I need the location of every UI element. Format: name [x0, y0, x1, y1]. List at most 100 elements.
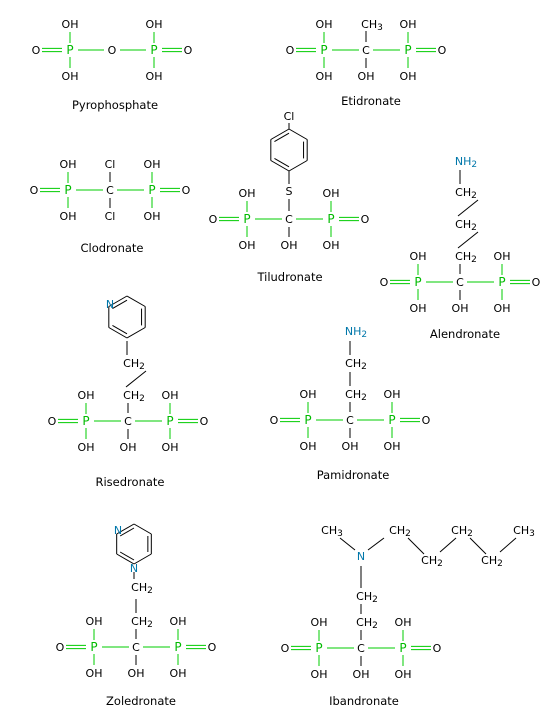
ring-double-bond — [112, 324, 128, 335]
ring-bond — [288, 160, 308, 172]
phosphorus-atom: P — [82, 414, 89, 428]
molecule-name: Clodronate — [81, 241, 144, 255]
methylene-label: CH2 — [123, 389, 145, 405]
hydroxyl-label: OH — [316, 18, 333, 31]
amine-label: NH2 — [345, 325, 367, 341]
hydroxyl-label: OH — [239, 239, 256, 252]
carbon-atom: C — [362, 44, 370, 57]
ring-bond — [116, 523, 135, 535]
hydroxyl-label: OH — [60, 158, 77, 171]
phosphorus-atom: P — [498, 275, 505, 289]
nitrogen-atom: N — [114, 524, 122, 537]
bond — [439, 537, 457, 553]
molecule-name: Ibandronate — [329, 694, 399, 708]
ring-double-bond — [112, 299, 128, 310]
ring-bond — [270, 160, 290, 172]
ring-bond — [126, 295, 146, 307]
molecule-name: Risedronate — [96, 475, 165, 489]
substituent-label: OH — [128, 667, 145, 680]
hydroxyl-label: OH — [400, 70, 417, 83]
hydroxyl-label: OH — [323, 239, 340, 252]
hydroxyl-label: OH — [78, 389, 95, 402]
carbon-atom: C — [285, 213, 293, 226]
oxygen-label: O — [281, 642, 290, 655]
methylene-label: CH2 — [131, 615, 153, 631]
oxygen-label: O — [361, 213, 370, 226]
ring-double-bond — [274, 157, 290, 168]
phosphorus-atom: P — [243, 212, 250, 226]
phosphorus-atom: P — [66, 43, 73, 57]
carbon-atom: C — [357, 642, 365, 655]
oxygen-label: O — [270, 414, 279, 427]
oxygen-label: O — [200, 415, 209, 428]
bond — [367, 537, 385, 551]
oxygen-label: O — [209, 213, 218, 226]
phosphorus-atom: P — [388, 413, 395, 427]
hydroxyl-label: OH — [146, 70, 163, 83]
oxygen-label: O — [48, 415, 57, 428]
nitrogen-atom: N — [130, 562, 138, 575]
ring-bond — [108, 327, 128, 339]
ring-double-bond — [119, 527, 135, 537]
hydroxyl-label: OH — [384, 388, 401, 401]
oxygen-label: O — [108, 44, 117, 57]
molecule-name: Alendronate — [430, 327, 500, 341]
methyl-label: CH3 — [361, 18, 383, 34]
hydroxyl-label: OH — [239, 187, 256, 200]
hydroxyl-label: OH — [311, 616, 328, 629]
methylene-label: CH2 — [455, 186, 477, 202]
carbon-atom: C — [456, 276, 464, 289]
ring-bond — [126, 327, 146, 339]
hydroxyl-label: OH — [311, 668, 328, 681]
oxygen-label: O — [286, 44, 295, 57]
oxygen-label: O — [380, 276, 389, 289]
hydroxyl-label: OH — [400, 18, 417, 31]
methylene-label: CH2 — [455, 250, 477, 266]
hydroxyl-label: OH — [170, 615, 187, 628]
hydroxyl-label: OH — [300, 440, 317, 453]
hydroxyl-label: OH — [323, 187, 340, 200]
methylene-label: CH2 — [356, 590, 378, 606]
hydroxyl-label: OH — [410, 250, 427, 263]
hydroxyl-label: OH — [494, 250, 511, 263]
hydroxyl-label: OH — [395, 616, 412, 629]
bond — [407, 537, 425, 555]
chlorine-label: Cl — [284, 110, 295, 123]
phosphorus-atom: P — [404, 43, 411, 57]
hydroxyl-label: OH — [86, 667, 103, 680]
bond — [457, 231, 479, 249]
substituent-label: OH — [452, 302, 469, 315]
ring-bond — [133, 523, 152, 535]
sulfur-atom: S — [286, 185, 293, 198]
methylene-label: CH2 — [356, 616, 378, 632]
substituent-label: OH — [342, 440, 359, 453]
phosphorus-atom: P — [414, 275, 421, 289]
hydroxyl-label: OH — [162, 389, 179, 402]
substituent-label: OH — [120, 441, 137, 454]
substituent-label: Cl — [105, 210, 116, 223]
phosphorus-atom: P — [327, 212, 334, 226]
hydroxyl-label: OH — [60, 210, 77, 223]
hydroxyl-label: OH — [78, 441, 95, 454]
phosphorus-atom: P — [64, 183, 71, 197]
substituent-label: OH — [353, 668, 370, 681]
hydroxyl-label: OH — [62, 70, 79, 83]
oxygen-label: O — [438, 44, 447, 57]
hydroxyl-label: OH — [494, 302, 511, 315]
phosphorus-atom: P — [90, 640, 97, 654]
hydroxyl-label: OH — [62, 18, 79, 31]
nitrogen-atom: N — [106, 298, 114, 311]
hydroxyl-label: OH — [170, 667, 187, 680]
carbon-atom: C — [106, 184, 114, 197]
molecule-name: Tiludronate — [256, 270, 322, 284]
phosphorus-atom: P — [315, 641, 322, 655]
oxygen-label: O — [184, 44, 193, 57]
bond — [469, 537, 487, 555]
oxygen-label: O — [32, 44, 41, 57]
